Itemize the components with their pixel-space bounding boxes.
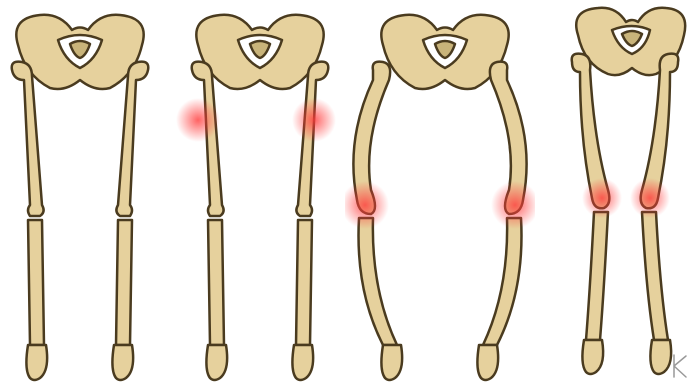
knee-inflammation-right (630, 178, 670, 218)
knee-inflammation-right (491, 181, 535, 229)
knee-inflammation-left (582, 178, 622, 218)
figure-knock-knees (560, 0, 691, 385)
figure-bow-legs (345, 0, 535, 385)
figure-hip-pain (170, 0, 340, 385)
artist-signature (671, 353, 689, 379)
knee-inflammation-left (345, 181, 389, 229)
hip-inflammation-right (292, 98, 336, 142)
figure-normal-legs (0, 0, 160, 385)
hip-inflammation-left (176, 98, 220, 142)
